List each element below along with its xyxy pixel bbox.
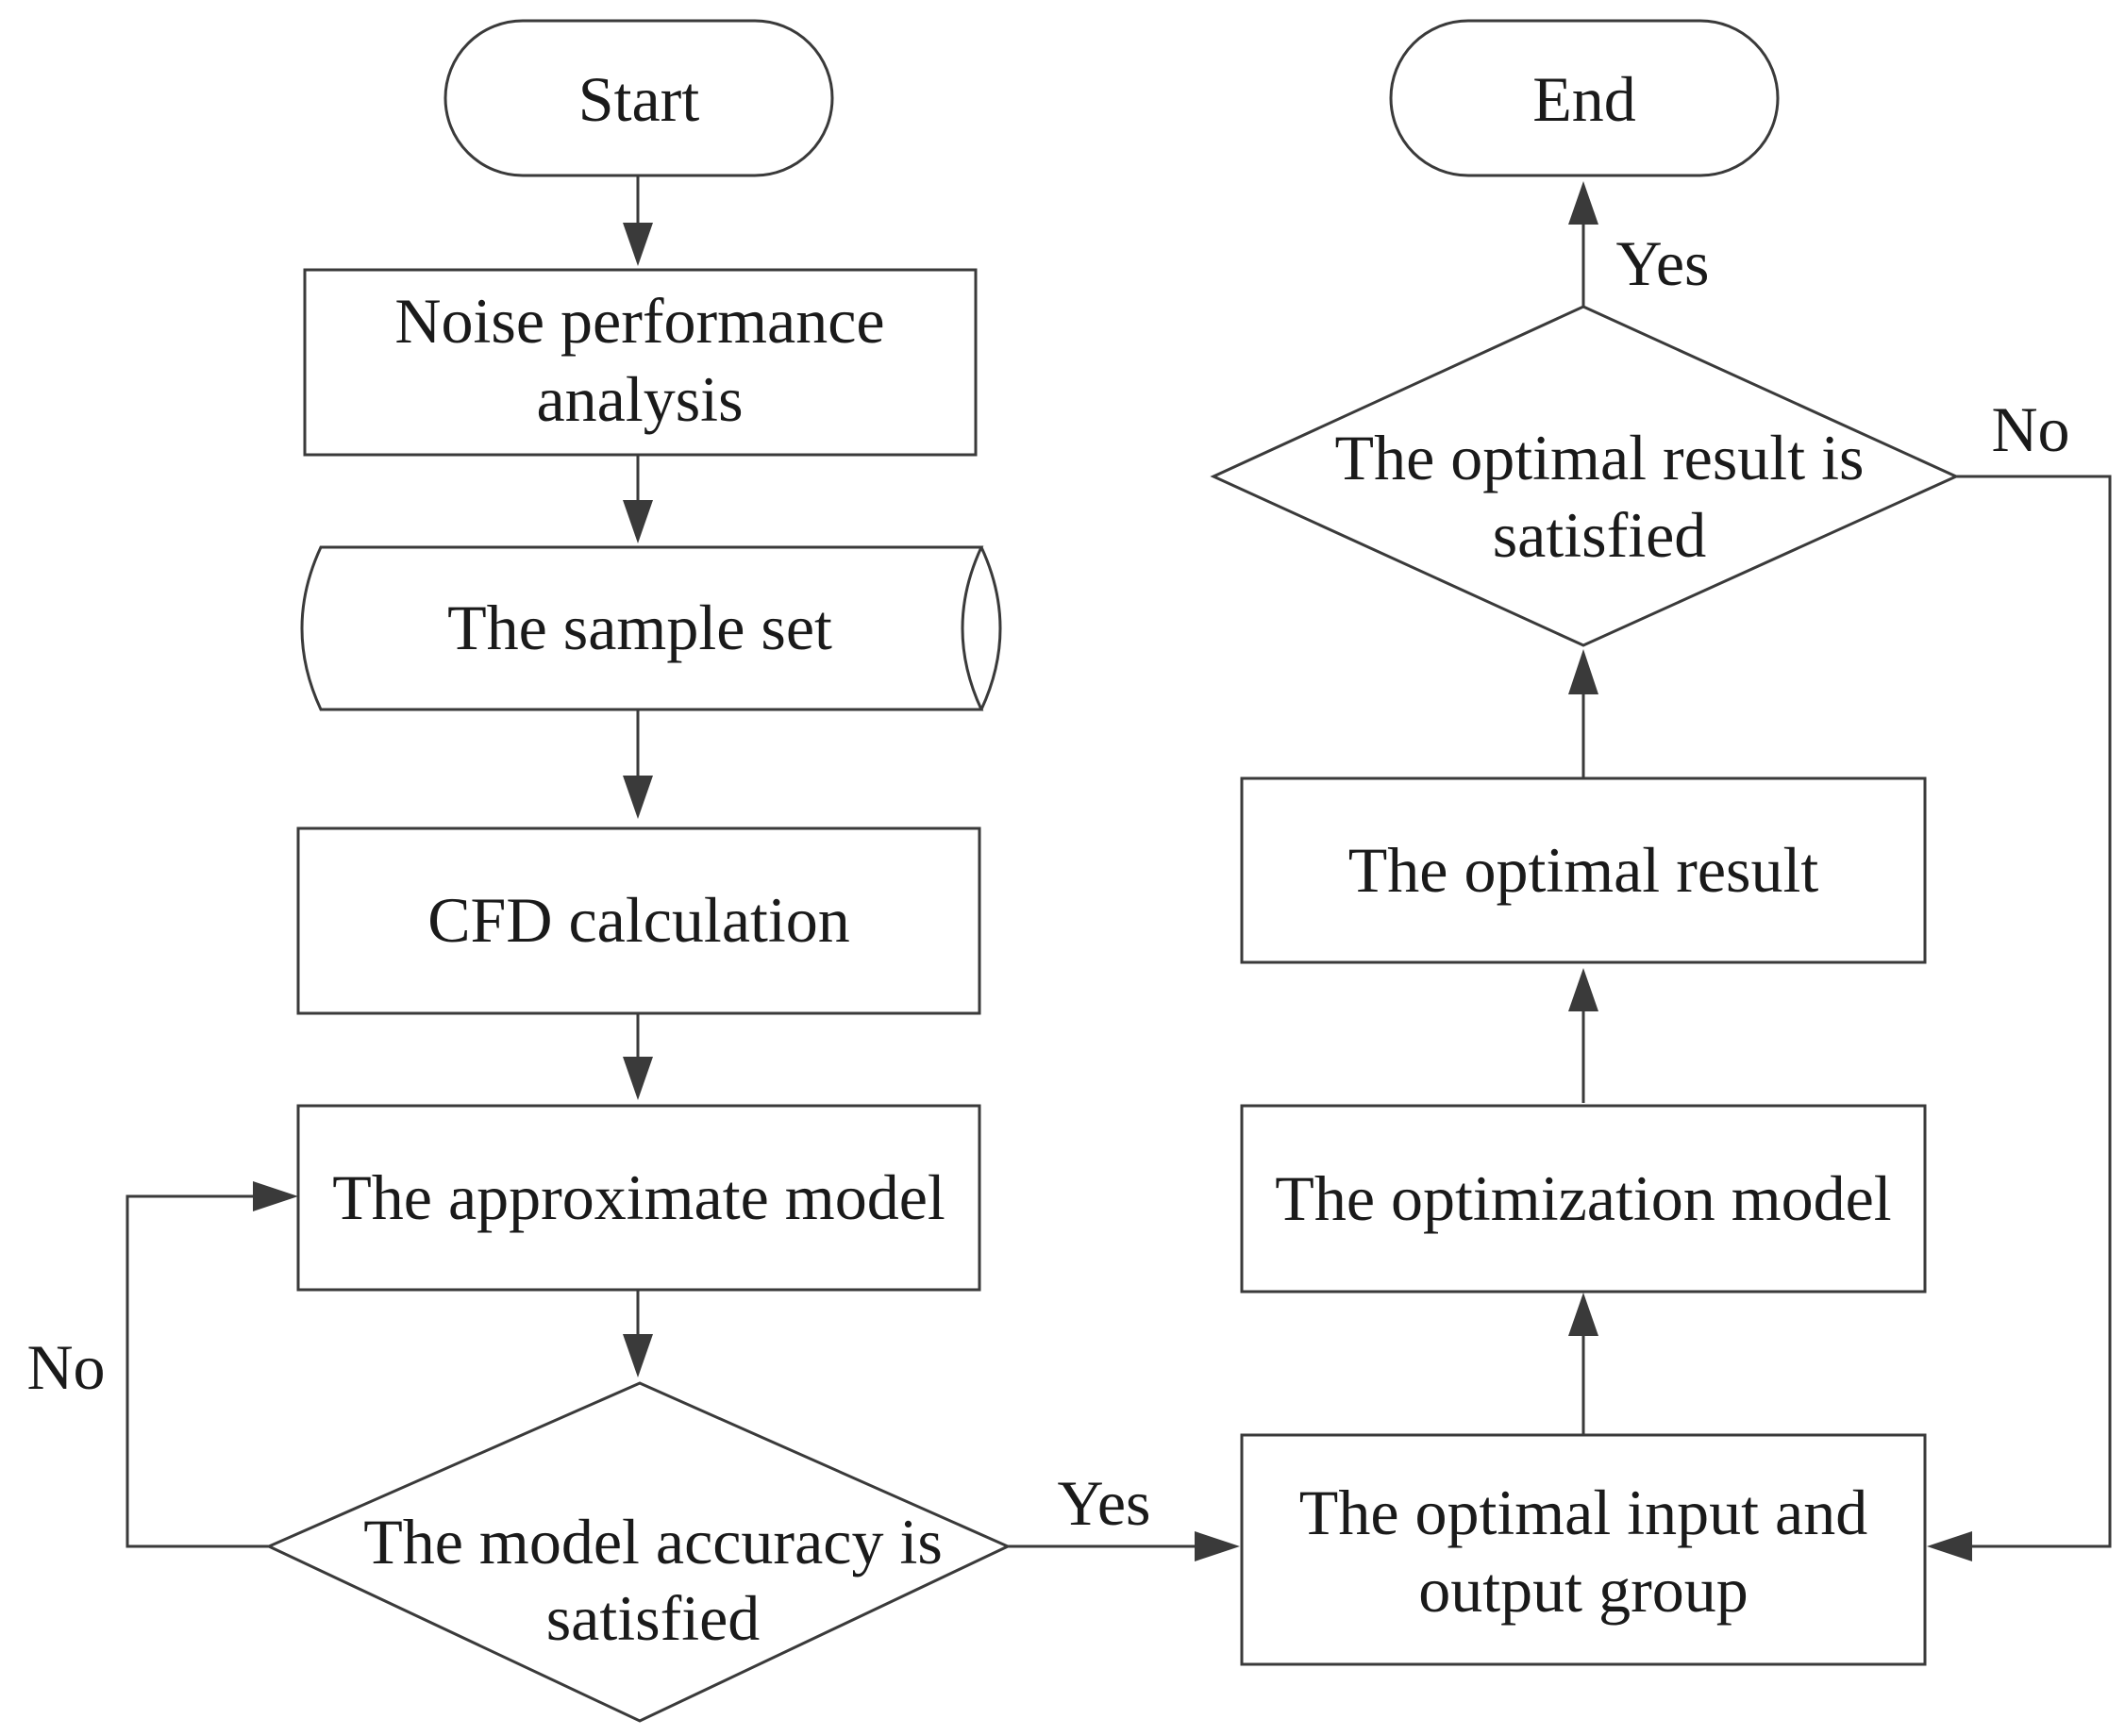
arrowhead-up — [1568, 181, 1598, 225]
arrowhead-down — [623, 500, 653, 543]
terminator-shape — [443, 19, 834, 177]
arrowhead-up — [1568, 1293, 1598, 1336]
node-optimal-result: The optimal result — [1240, 776, 1927, 964]
optimization-model-label: The optimization model — [1275, 1162, 1891, 1234]
node-end: End — [1389, 19, 1780, 177]
process-box — [1240, 1433, 1927, 1666]
optimal-result-decision-label-line1: The optimal result is — [1335, 422, 1865, 493]
edge-labels: No Yes Yes No — [26, 227, 2069, 1539]
model-accuracy-label-line1: The model accuracy is — [363, 1506, 943, 1577]
node-optimization-model: The optimization model — [1240, 1104, 1927, 1294]
accuracy-yes-label: Yes — [1058, 1467, 1151, 1539]
edge-accuracy-no-loop — [125, 1194, 269, 1548]
end-label: End — [1532, 63, 1636, 135]
edge-result-no-loop — [1956, 475, 2112, 1548]
optimal-io-label-line2: output group — [1418, 1554, 1748, 1626]
process-box — [1240, 776, 1927, 964]
arrowhead-up — [1568, 649, 1598, 694]
process-box — [1240, 1104, 1927, 1294]
node-optimal-result-decision: The optimal result is satisfied — [1210, 305, 1960, 647]
arrowhead-right — [253, 1181, 298, 1211]
node-approximate-model: The approximate model — [296, 1104, 981, 1292]
model-accuracy-label-line2: satisfied — [546, 1582, 761, 1654]
arrowhead-down — [623, 776, 653, 819]
arrowhead-right — [1195, 1531, 1240, 1561]
arrowhead-up — [1568, 968, 1598, 1011]
process-box — [303, 268, 978, 457]
terminator-shape — [1389, 19, 1780, 177]
node-cfd-calculation: CFD calculation — [296, 826, 981, 1015]
approximate-model-label: The approximate model — [332, 1161, 945, 1233]
sample-set-label: The sample set — [447, 592, 832, 663]
result-no-label: No — [1991, 393, 2069, 465]
arrowhead-down — [623, 223, 653, 266]
stored-data-inner-curve — [979, 546, 1002, 710]
connectors — [125, 175, 2112, 1548]
noise-analysis-label-line1: Noise performance — [394, 285, 884, 357]
process-box — [296, 826, 981, 1015]
node-model-accuracy-decision: The model accuracy is satisfied — [265, 1381, 1012, 1723]
node-noise-analysis: Noise performance analysis — [303, 268, 978, 457]
arrowhead-left — [1927, 1531, 1972, 1561]
cfd-calculation-label: CFD calculation — [427, 884, 850, 956]
optimal-io-label-line1: The optimal input and — [1299, 1477, 1867, 1548]
optimal-result-decision-label-line2: satisfied — [1493, 499, 1707, 571]
decision-diamond — [265, 1381, 1012, 1723]
start-label: Start — [578, 63, 700, 135]
node-optimal-io-group: The optimal input and output group — [1240, 1433, 1927, 1666]
arrowhead-down — [623, 1334, 653, 1377]
result-yes-label: Yes — [1616, 227, 1710, 299]
node-sample-set: The sample set — [300, 545, 1002, 711]
noise-analysis-label-line2: analysis — [536, 363, 743, 435]
arrowheads — [253, 181, 1972, 1561]
accuracy-no-label: No — [26, 1331, 105, 1403]
arrowhead-down — [623, 1057, 653, 1100]
decision-diamond — [1210, 305, 1960, 647]
process-box — [296, 1104, 981, 1292]
node-start: Start — [443, 19, 834, 177]
optimal-result-label: The optimal result — [1348, 834, 1819, 906]
